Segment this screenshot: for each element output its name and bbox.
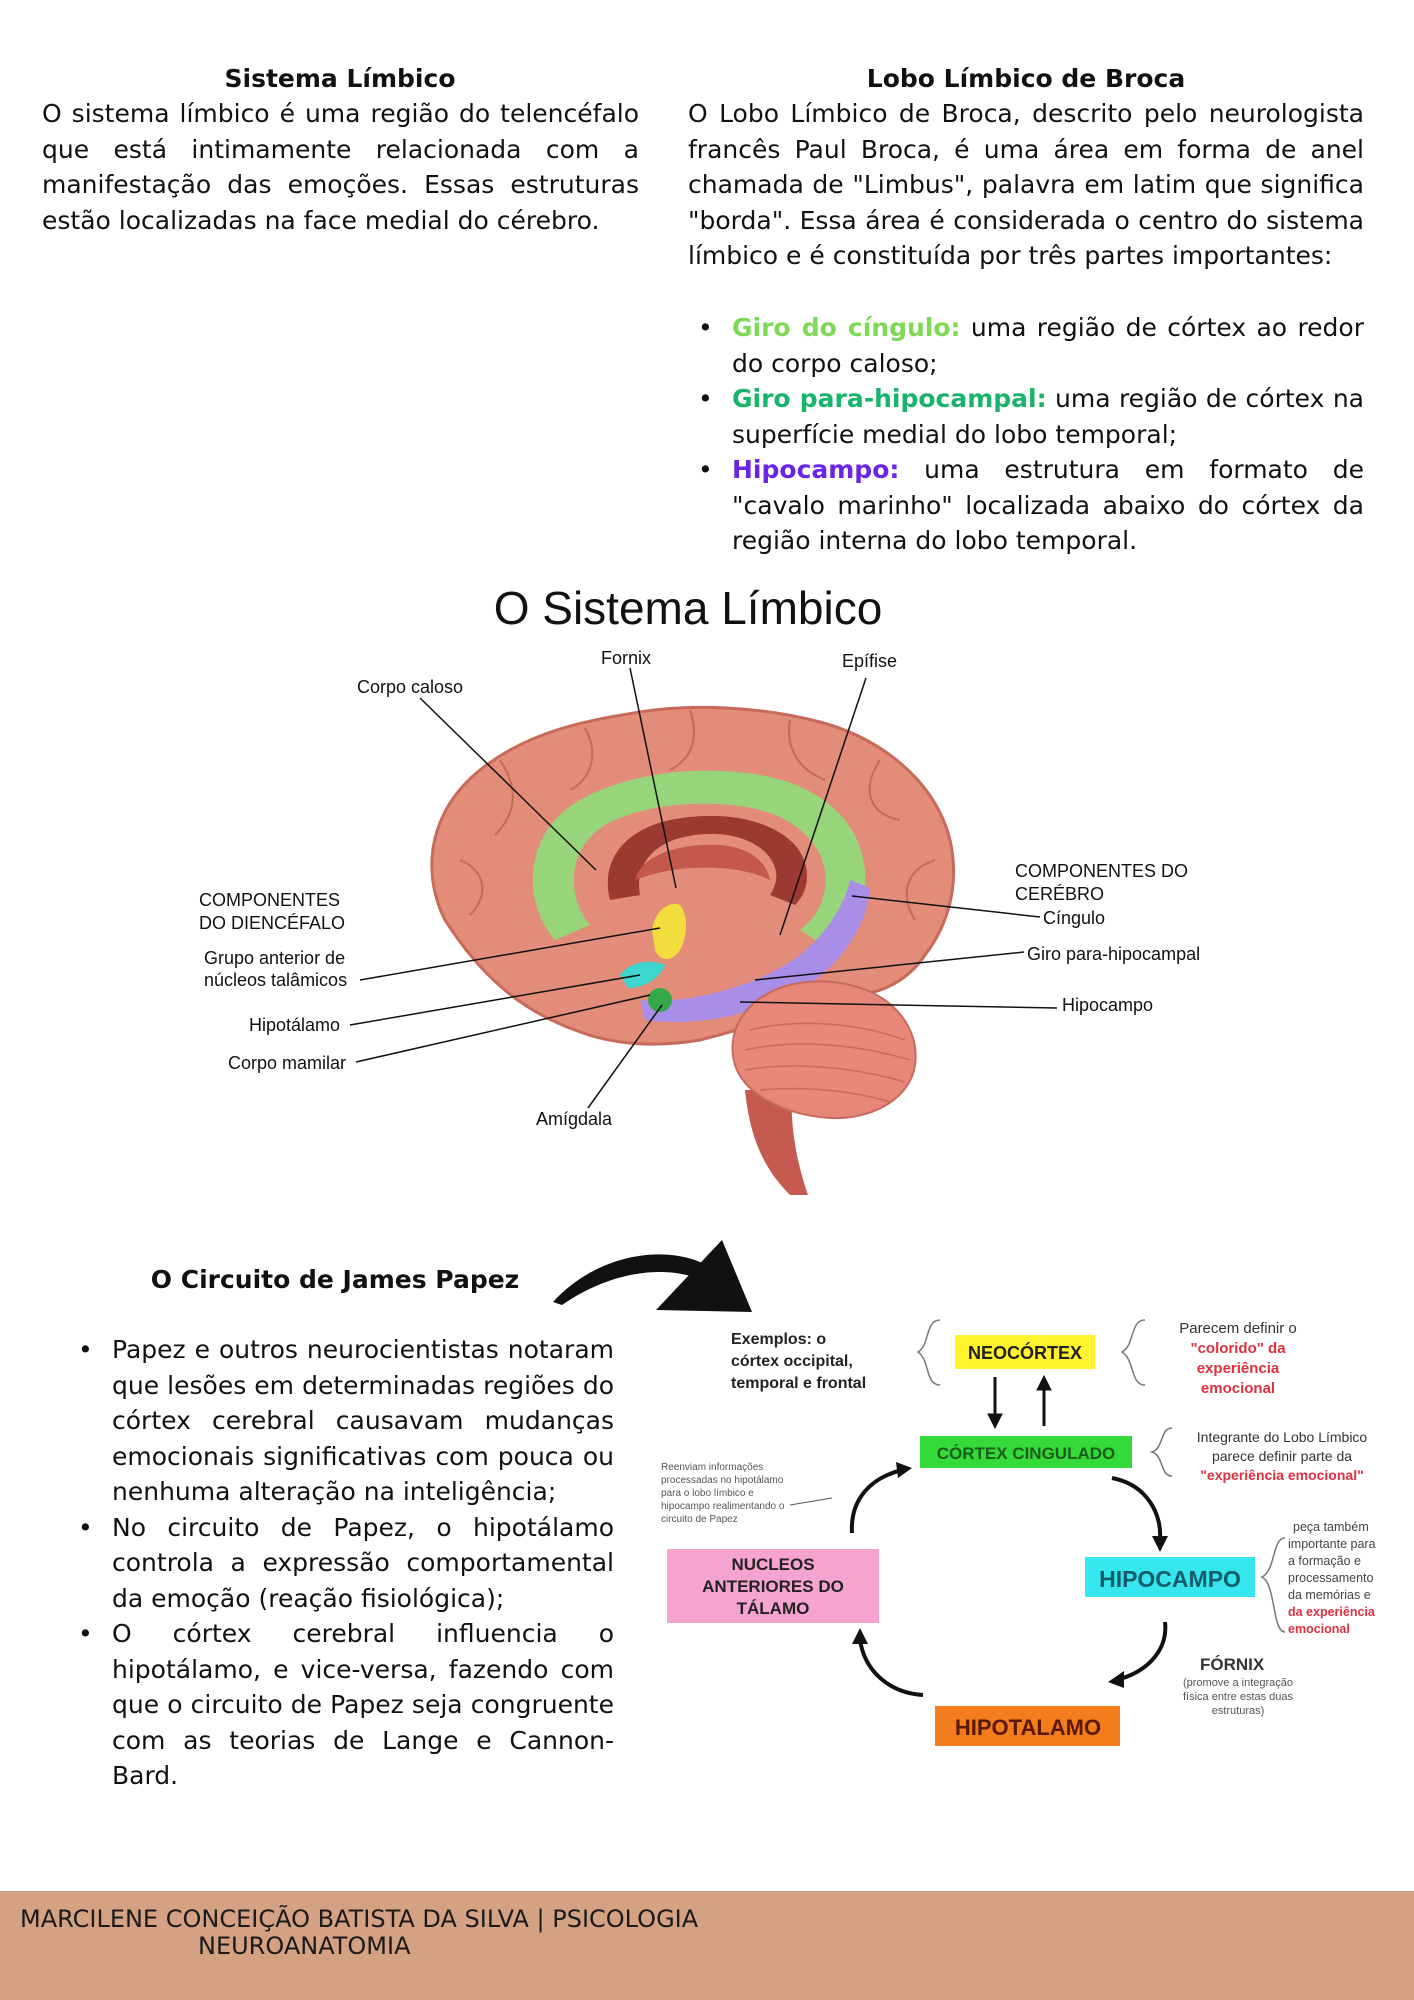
reenviam-line-3: para o lobo límbico e	[661, 1488, 754, 1499]
brace-left	[916, 1319, 941, 1386]
examples-line-1: Exemplos: o	[731, 1331, 826, 1348]
label-hipotalamo: Hipotálamo	[249, 1015, 340, 1035]
fornix-label: FÓRNIX	[1200, 1655, 1265, 1674]
cingulate-ring	[532, 770, 866, 950]
fornix-line-1: (promove a integração	[1183, 1677, 1293, 1689]
neocortex-box	[955, 1335, 1095, 1369]
integrante-line-3: "experiência emocional"	[1200, 1467, 1363, 1483]
papez-list: Papez e outros neurocientistas notaram q…	[66, 1332, 614, 1794]
label-amigdala: Amígdala	[536, 1109, 613, 1129]
label-corpo-caloso: Corpo caloso	[357, 677, 463, 697]
reenviam-line-5: circuito de Papez	[661, 1514, 738, 1525]
examples-line-2: córtex occipital,	[731, 1353, 853, 1370]
hipotalamo-label: HIPOTALAMO	[955, 1715, 1101, 1740]
left-section-text: O sistema límbico é uma região do telenc…	[42, 99, 639, 235]
hypothalamus	[620, 961, 665, 988]
list-item: Hipocampo: uma estrutura em formato de "…	[686, 452, 1364, 559]
parecem-line-1: Parecem definir o	[1179, 1320, 1297, 1337]
reenviam-line-1: Reenviam informações	[661, 1462, 763, 1473]
right-section-title: Lobo Límbico de Broca	[866, 64, 1186, 93]
hipotalamo-box	[935, 1706, 1120, 1746]
peca-line-4: processamento	[1288, 1571, 1374, 1585]
item-text: uma estrutura em formato de "cavalo mari…	[732, 455, 1364, 555]
list-item: Giro do cíngulo: uma região de córtex ao…	[686, 310, 1364, 381]
label-grupo-anterior-1: Grupo anterior de	[204, 948, 345, 968]
corpus-callosum	[607, 815, 808, 905]
broca-parts-list: Giro do cíngulo: uma região de córtex ao…	[686, 310, 1364, 559]
left-section-title: Sistema Límbico	[224, 64, 456, 93]
label-epifise: Epífise	[842, 651, 897, 671]
brace-peca	[1260, 1537, 1286, 1633]
parecem-line-2: "colorido" da	[1190, 1340, 1286, 1357]
label-fornix: Fornix	[601, 648, 651, 668]
footer-bar: MARCILENE CONCEIÇÃO BATISTA DA SILVA | P…	[0, 1891, 1414, 2000]
curved-arrow-icon	[553, 1240, 752, 1312]
term-giro-cingulo: Giro do cíngulo:	[732, 313, 961, 342]
label-comp-diencefalo-1: COMPONENTES	[199, 890, 340, 910]
brace-right	[1120, 1319, 1146, 1386]
peca-line-7: emocional	[1288, 1622, 1350, 1636]
label-corpo-mamilar: Corpo mamilar	[228, 1053, 346, 1073]
item-text: uma região de córtex ao redor do corpo c…	[732, 313, 1364, 378]
item-text: uma região de córtex na superfície media…	[732, 384, 1364, 449]
neocortex-label: NEOCÓRTEX	[968, 1342, 1082, 1363]
peca-line-6: da experiência	[1288, 1605, 1376, 1619]
parecem-line-4: emocional	[1201, 1380, 1275, 1397]
label-comp-cerebro-2: CERÉBRO	[1015, 884, 1104, 904]
examples-line-3: temporal e frontal	[731, 1375, 866, 1392]
brace-integrante	[1149, 1427, 1173, 1477]
cortex-cingulado-box	[920, 1436, 1132, 1468]
list-item: Giro para-hipocampal: uma região de córt…	[686, 381, 1364, 452]
papez-diagram: Exemplos: o córtex occipital, temporal e…	[661, 1319, 1376, 1746]
hipocampo-box	[1085, 1557, 1255, 1597]
brain-figure-title: O Sistema Límbico	[494, 582, 883, 634]
right-section-text: O Lobo Límbico de Broca, descrito pelo n…	[688, 99, 1364, 270]
footer-subject: NEUROANATOMIA	[198, 1932, 411, 1960]
nucleos-line-2: ANTERIORES DO	[702, 1577, 844, 1596]
fornix-line-3: estruturas)	[1212, 1705, 1265, 1717]
brain-figure: O Sistema Límbico	[199, 582, 1200, 1195]
thalamus	[652, 903, 686, 959]
nucleos-line-1: NUCLEOS	[731, 1555, 814, 1574]
reenviam-line-2: processadas no hipotálamo	[661, 1475, 784, 1486]
footer-author: MARCILENE CONCEIÇÃO BATISTA DA SILVA | P…	[20, 1905, 699, 1933]
papez-section-title: O Circuito de James Papez	[150, 1265, 520, 1294]
peca-line-2: importante para	[1288, 1537, 1376, 1551]
nucleos-line-3: TÁLAMO	[737, 1599, 810, 1618]
list-item: O córtex cerebral influencia o hipotálam…	[66, 1616, 614, 1794]
fornix-line-2: física entre estas duas	[1183, 1691, 1294, 1703]
hipocampo-label: HIPOCAMPO	[1099, 1566, 1241, 1592]
brain-stem	[745, 1090, 808, 1195]
peca-line-3: a formação e	[1288, 1554, 1361, 1568]
list-item: Papez e outros neurocientistas notaram q…	[66, 1332, 614, 1510]
label-giro-para-hipocampal: Giro para-hipocampal	[1027, 944, 1200, 964]
parecem-line-3: experiência	[1197, 1360, 1280, 1377]
nucleos-box	[667, 1549, 879, 1623]
cerebellum	[731, 980, 917, 1120]
label-cingulo: Cíngulo	[1043, 908, 1105, 928]
term-hipocampo: Hipocampo:	[732, 455, 900, 484]
cortex-cingulado-label: CÓRTEX CINGULADO	[937, 1444, 1116, 1463]
peca-line-5: da memórias e	[1288, 1588, 1371, 1602]
peca-line-1: peça também	[1293, 1520, 1369, 1534]
list-item: No circuito de Papez, o hipotálamo contr…	[66, 1510, 614, 1617]
label-comp-diencefalo-2: DO DIENCÉFALO	[199, 913, 345, 933]
term-giro-para-hipocampal: Giro para-hipocampal:	[732, 384, 1047, 413]
integrante-line-2: parece definir parte da	[1212, 1448, 1352, 1464]
label-grupo-anterior-2: núcleos talâmicos	[204, 970, 347, 990]
label-comp-cerebro-1: COMPONENTES DO	[1015, 861, 1188, 881]
label-hipocampo: Hipocampo	[1062, 995, 1153, 1015]
integrante-line-1: Integrante do Lobo Límbico	[1197, 1429, 1368, 1445]
amygdala	[648, 988, 672, 1012]
reenviam-line-4: hipocampo realimentando o	[661, 1501, 785, 1512]
